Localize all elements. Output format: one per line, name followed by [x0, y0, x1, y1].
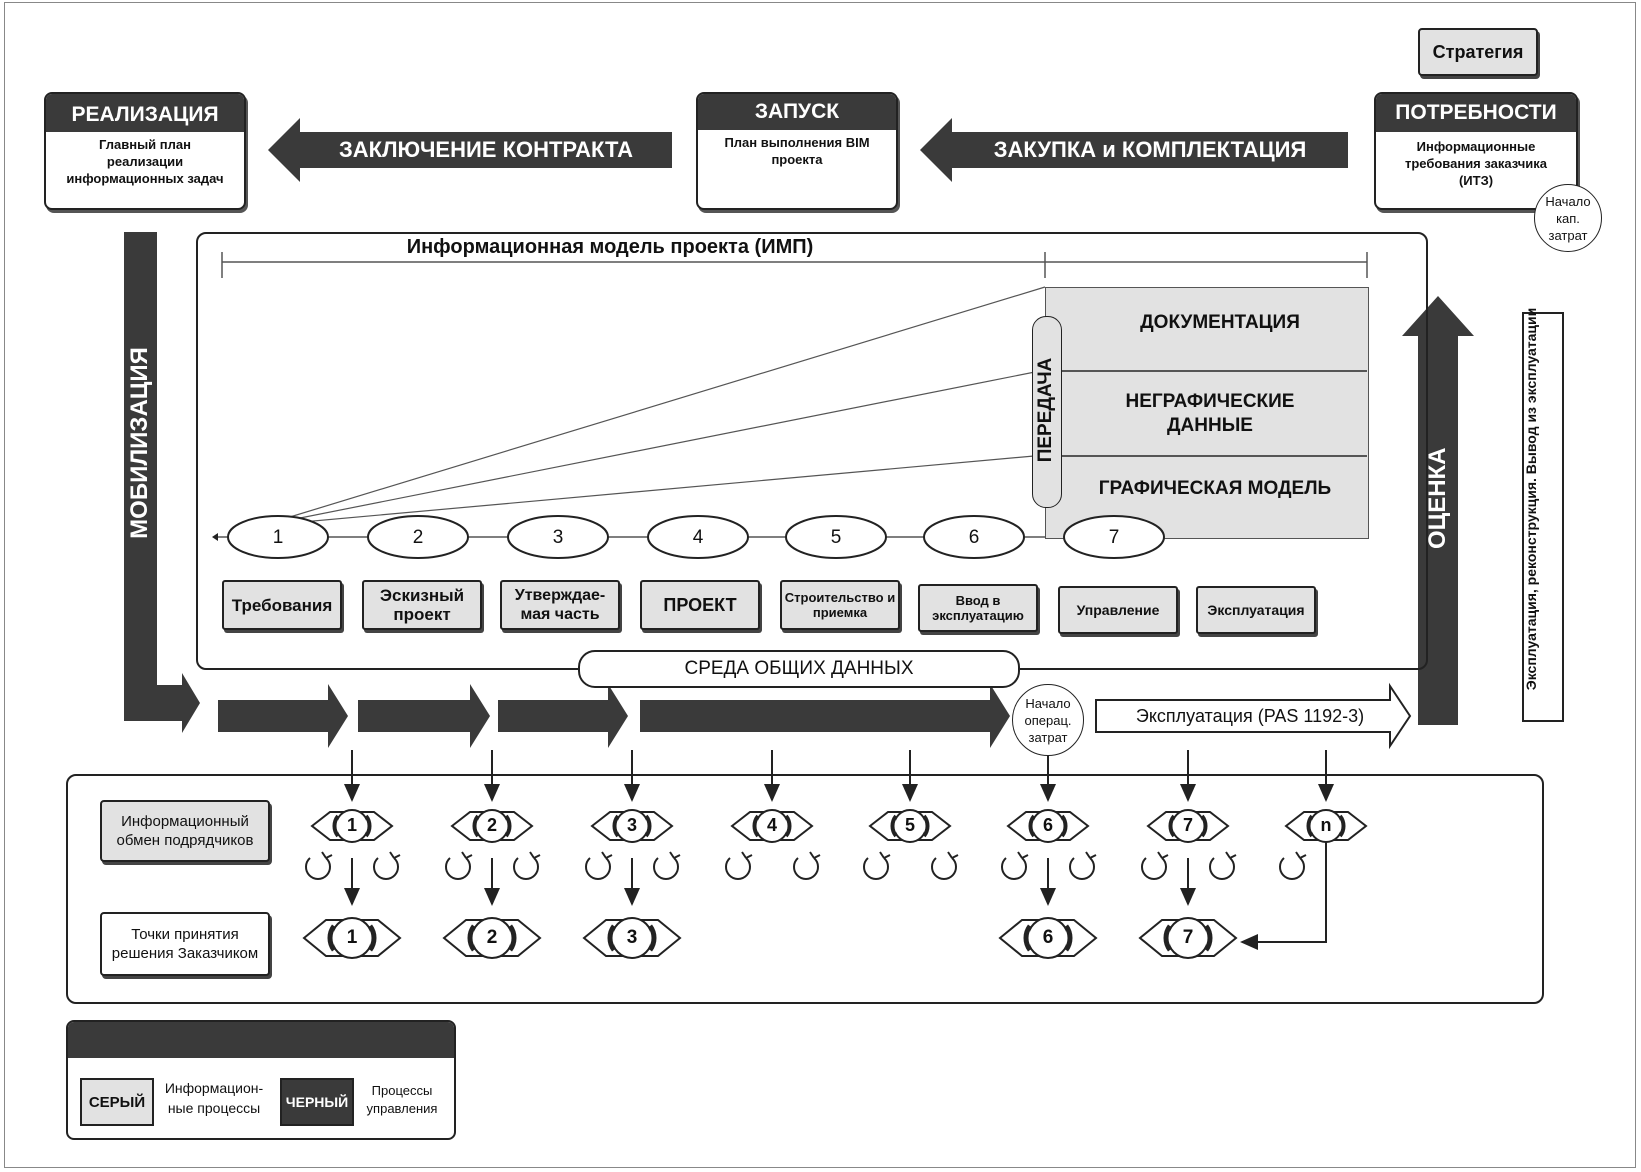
stage-name-5: Строительство и приемка — [780, 580, 900, 630]
stage-name-7: Управление — [1058, 586, 1178, 634]
stage-number-6: 6 — [968, 527, 980, 548]
mobilization-arrow — [124, 232, 200, 733]
needs-title: ПОТРЕБНОСТИ — [1376, 94, 1576, 132]
operation-note-box — [1522, 312, 1564, 722]
decision-point-1: 1 — [346, 927, 358, 948]
launch-title: ЗАПУСК — [698, 94, 896, 130]
exchange-point-n: n — [1320, 815, 1332, 835]
procurement-arrow-label: ЗАКУПКА и КОМПЛЕКТАЦИЯ — [993, 137, 1307, 162]
stage-name-6: Ввод в эксплуатацию — [918, 584, 1038, 632]
legend-box: СЕРЫЙ Информацион-ные процессы ЧЕРНЫЙ Пр… — [66, 1020, 456, 1140]
layers-block — [1045, 287, 1369, 539]
stage-ellipse-7 — [1063, 515, 1165, 559]
decision-label-box: Точки принятия решения Заказчиком — [100, 912, 270, 976]
pim-title: Информационная модель проекта (ИМП) — [406, 236, 814, 258]
stage-ellipse-2 — [367, 515, 469, 559]
procurement-arrow — [920, 118, 1348, 182]
process-arrow-1 — [218, 684, 348, 748]
strategy-box: Стратегия — [1418, 28, 1538, 76]
stage-name-8: Эксплуатация — [1196, 586, 1316, 634]
stage-ellipse-4 — [647, 515, 749, 559]
exchange-point-3: 3 — [626, 815, 637, 835]
realization-title: РЕАЛИЗАЦИЯ — [46, 94, 244, 132]
op-cost-circle: Начало операц. затрат — [1012, 684, 1084, 756]
stage-ellipse-1 — [227, 515, 329, 559]
layer-divider-2 — [1045, 455, 1367, 457]
cde-capsule: СРЕДА ОБЩИХ ДАННЫХ — [578, 650, 1020, 688]
layer-graphic: ГРАФИЧЕСКАЯ МОДЕЛЬ — [1098, 478, 1332, 499]
launch-body: План выполнения BIM проекта — [724, 135, 870, 167]
stage-number-4: 4 — [692, 527, 704, 548]
process-arrow-3 — [498, 684, 628, 748]
transfer-capsule — [1032, 316, 1062, 508]
exchange-point-5: 5 — [904, 815, 915, 835]
operation-arrow-shape — [1095, 682, 1412, 750]
exchange-point-1: 1 — [346, 815, 357, 835]
layer-nongraphic: НЕГРАФИЧЕСКИЕ ДАННЫЕ — [1125, 391, 1295, 436]
stage-ellipse-6 — [923, 515, 1025, 559]
launch-box: ЗАПУСК План выполнения BIM проекта — [696, 92, 898, 210]
decision-point-2: 2 — [486, 927, 498, 948]
contract-arrow-label: ЗАКЛЮЧЕНИЕ КОНТРАКТА — [339, 137, 633, 162]
cap-cost-circle: Начало кап. затрат — [1534, 184, 1602, 252]
stage-number-1: 1 — [272, 527, 284, 548]
realization-box: РЕАЛИЗАЦИЯ Главный план реализации инфор… — [44, 92, 246, 210]
decision-point-7: 7 — [1182, 927, 1194, 948]
exchange-point-6: 6 — [1042, 815, 1053, 835]
legend-black-key: ЧЕРНЫЙ — [280, 1078, 354, 1126]
legend-header — [68, 1022, 454, 1058]
exchange-point-4: 4 — [766, 815, 777, 835]
stage-ellipse-5 — [785, 515, 887, 559]
stage-number-7: 7 — [1108, 527, 1120, 548]
exchange-point-7: 7 — [1182, 815, 1193, 835]
contract-arrow — [268, 118, 672, 182]
operation-arrow-label: Эксплуатация (PAS 1192-3) — [1135, 706, 1365, 726]
stage-number-5: 5 — [830, 527, 842, 548]
exchange-point-2: 2 — [486, 815, 497, 835]
stage-number-2: 2 — [412, 527, 424, 548]
stage-name-4: ПРОЕКТ — [640, 580, 760, 630]
legend-gray-key: СЕРЫЙ — [80, 1078, 154, 1126]
legend-black-desc: Процессы управления — [366, 1083, 438, 1116]
legend-gray-desc: Информацион-ные процессы — [164, 1080, 264, 1116]
outer-frame — [4, 2, 1636, 1168]
needs-box: ПОТРЕБНОСТИ Информационные требования за… — [1374, 92, 1578, 210]
layer-divider-1 — [1045, 370, 1367, 372]
stage-name-2: Эскизный проект — [362, 580, 482, 630]
stage-name-3: Утверждае-мая часть — [500, 580, 620, 630]
process-arrow-4 — [640, 684, 1010, 748]
layer-documentation: ДОКУМЕНТАЦИЯ — [1140, 312, 1300, 333]
exchange-label-box: Информационный обмен подрядчиков — [100, 800, 270, 862]
realization-body: Главный план реализации информационных з… — [66, 137, 224, 186]
decision-point-3: 3 — [626, 927, 638, 948]
evaluation-arrow — [1402, 296, 1474, 725]
stage-ellipse-3 — [507, 515, 609, 559]
needs-body: Информационные требования заказчика (ИТЗ… — [1404, 139, 1548, 188]
process-arrow-2 — [358, 684, 490, 748]
stage-number-3: 3 — [552, 527, 564, 548]
bottom-panel — [66, 774, 1544, 1004]
decision-point-6: 6 — [1042, 927, 1054, 948]
cycle-icons — [305, 851, 1307, 880]
stage-name-1: Требования — [222, 580, 342, 630]
